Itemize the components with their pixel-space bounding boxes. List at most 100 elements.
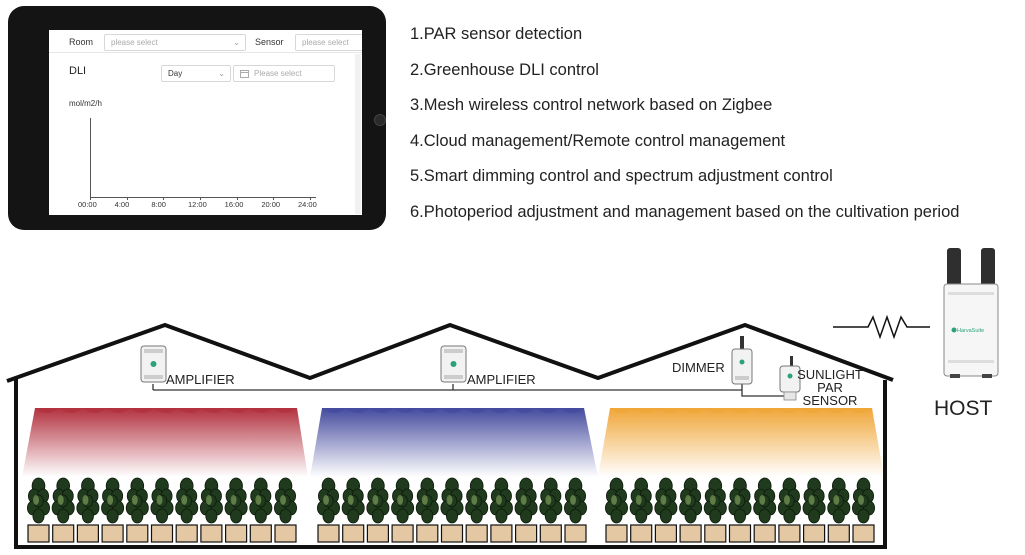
light-fixture-scallop: [82, 408, 107, 413]
light-fixture-scallop: [705, 408, 730, 413]
light-fixture-scallop: [177, 408, 202, 413]
feature-item: 4.Cloud management/Remote control manage…: [410, 131, 786, 150]
scrollbar[interactable]: [355, 54, 361, 214]
light-fixture-scallop: [441, 408, 465, 413]
grow-light-red: [22, 408, 308, 477]
sensor-select[interactable]: please select: [295, 34, 362, 51]
tablet-camera: [374, 114, 386, 126]
light-fixture-scallop: [369, 408, 394, 413]
plant-icon: [654, 477, 678, 543]
plant-icon: [465, 477, 489, 543]
plant-icon: [366, 477, 390, 543]
light-fixture-scallop: [633, 408, 658, 413]
light-fixture-scallop: [512, 408, 537, 413]
period-value: Day: [168, 69, 183, 78]
plant-icon: [679, 477, 703, 543]
dimmer-label: DIMMER: [672, 360, 725, 375]
light-fixture-scallop: [106, 408, 131, 413]
light-fixture-scallop: [752, 408, 777, 413]
plant-icon: [51, 477, 75, 543]
light-fixture-scallop: [35, 408, 59, 413]
plant-icon: [605, 477, 629, 543]
light-fixture-scallop: [610, 408, 634, 413]
plant-icon: [827, 477, 851, 543]
greenhouse-structure: [6, 322, 894, 549]
plant-icon: [224, 477, 248, 543]
par-sensor-device: [779, 356, 801, 401]
plant-icon: [802, 477, 826, 543]
plant-icon: [852, 477, 876, 543]
x-axis-tick: [236, 197, 238, 200]
light-fixture-scallop: [800, 408, 825, 413]
plant-icon: [175, 477, 199, 543]
chart-title: DLI: [69, 65, 87, 77]
tablet: Room please select ⌄ Sensor please selec…: [8, 6, 386, 230]
plant-icon: [341, 477, 365, 543]
light-fixture-scallop: [729, 408, 753, 413]
host-label: HOST: [934, 397, 993, 420]
par-sensor-label: SUNLIGHT PAR SENSOR: [793, 368, 867, 407]
par-sensor-label-line-3: SENSOR: [802, 393, 858, 408]
plant-icon: [391, 477, 415, 543]
amplifier-label-2: AMPLIFIER: [467, 372, 536, 387]
plant-icon: [76, 477, 100, 543]
date-placeholder: Please select: [254, 69, 302, 78]
x-axis-tick-label: 4:00: [114, 200, 130, 209]
light-fixture-scallop: [848, 408, 872, 413]
sensor-label: Sensor: [255, 37, 284, 47]
light-fixture-scallop: [681, 408, 706, 413]
light-fixture-scallop: [225, 408, 250, 413]
x-axis-tick: [310, 197, 311, 200]
period-select[interactable]: Day ⌄: [161, 65, 231, 82]
wireless-link-icon: [833, 314, 930, 340]
x-axis: [90, 197, 316, 198]
x-axis-tick: [126, 197, 128, 200]
x-axis-tick: [163, 197, 165, 200]
plant-icon: [273, 477, 297, 543]
amplifier-device-2: [440, 345, 467, 383]
light-fixture-scallop: [488, 408, 513, 413]
chevron-down-icon: ⌄: [218, 69, 225, 78]
plant-icon: [514, 477, 538, 543]
plant-icon: [150, 477, 174, 543]
host-brand-text: HarvaSuite: [957, 328, 984, 334]
grow-light-blue: [310, 408, 598, 477]
light-fixture-scallop: [776, 408, 801, 413]
plant-icon: [415, 477, 439, 543]
plant-rows: [26, 477, 876, 543]
feature-item: 6.Photoperiod adjustment and management …: [410, 202, 960, 221]
room-select[interactable]: please select ⌄: [104, 34, 246, 51]
amplifier-label-1: AMPLIFIER: [166, 372, 235, 387]
light-fixture-scallop: [560, 408, 584, 413]
date-picker[interactable]: Please select: [233, 65, 335, 82]
y-axis: [90, 118, 91, 197]
light-fixture-scallop: [393, 408, 418, 413]
light-fixture-scallop: [130, 408, 155, 413]
feature-item: 1.PAR sensor detection: [410, 25, 583, 43]
light-fixture-scallop: [417, 408, 442, 413]
plant-icon: [728, 477, 752, 543]
x-axis-tick: [273, 197, 275, 200]
x-axis-tick-label: 16:00: [224, 200, 244, 209]
light-fixture-scallop: [657, 408, 682, 413]
x-axis-tick: [90, 197, 91, 200]
feature-item: 2.Greenhouse DLI control: [410, 60, 599, 79]
feature-item: 3.Mesh wireless control network based on…: [410, 96, 773, 115]
sensor-placeholder: please select: [302, 38, 349, 47]
divider: [49, 52, 362, 53]
plant-icon: [199, 477, 223, 543]
plant-icon: [753, 477, 777, 543]
room-label: Room: [69, 37, 94, 47]
x-axis-tick-label: 12:00: [188, 200, 207, 209]
dimmer-device: [731, 336, 753, 385]
tablet-screen: Room please select ⌄ Sensor please selec…: [49, 30, 362, 215]
x-axis-tick-label: 8:00: [151, 200, 166, 209]
light-fixture-scallop: [273, 408, 297, 413]
plant-icon: [539, 477, 563, 543]
host-device: HarvaSuite: [943, 248, 999, 378]
plant-icon: [777, 477, 801, 543]
x-axis-tick-label: 20:00: [261, 200, 281, 209]
plant-icon: [629, 477, 653, 543]
par-sensor-label-line-1: SUNLIGHT: [797, 367, 863, 382]
